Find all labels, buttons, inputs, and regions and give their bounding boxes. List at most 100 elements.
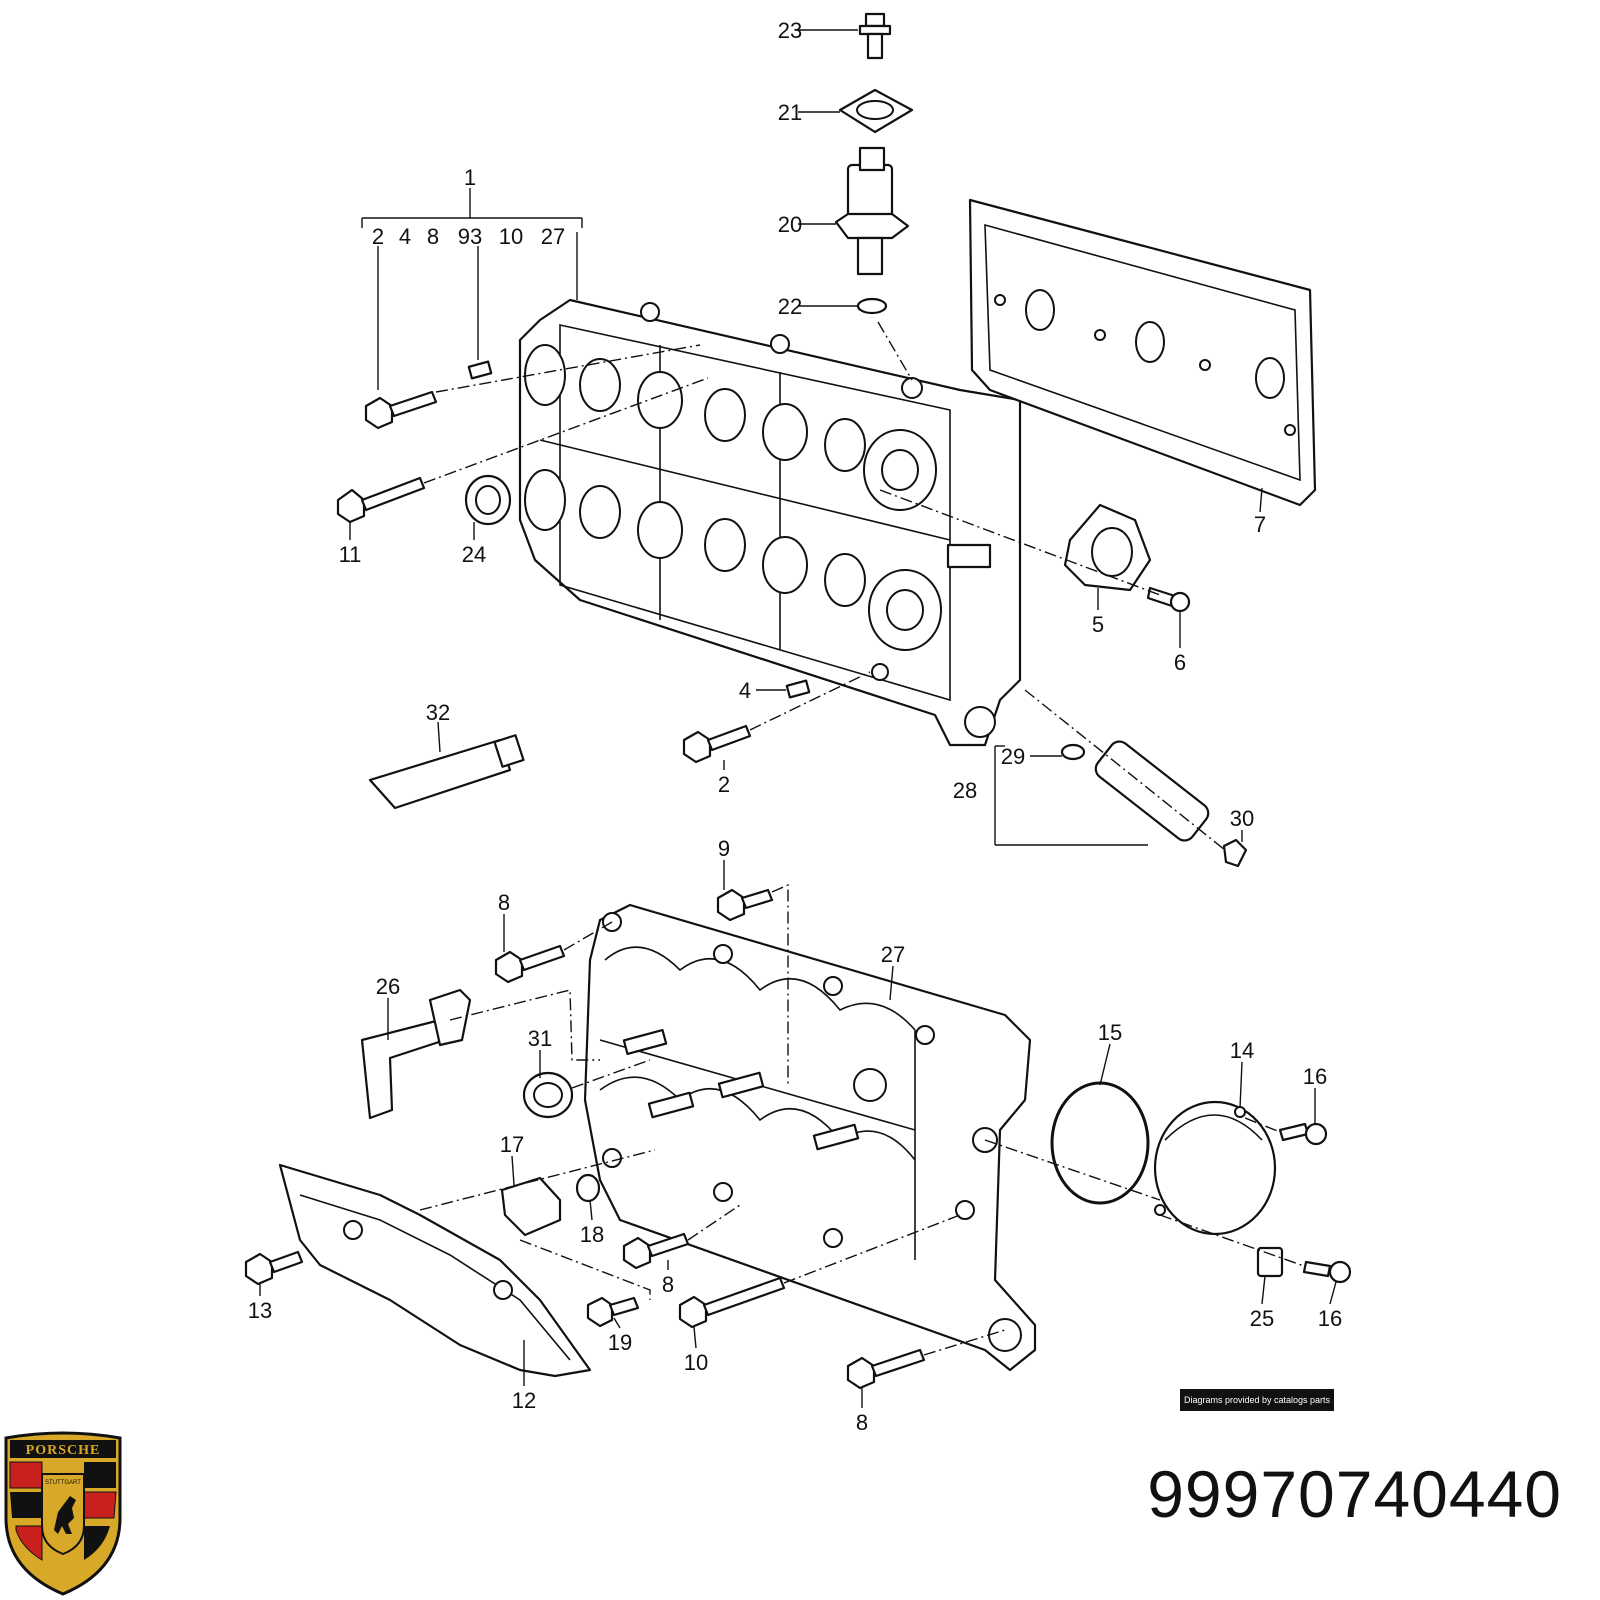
callout-27: 27	[881, 942, 905, 967]
callout-24: 24	[462, 542, 486, 567]
assembly-line	[519, 1239, 651, 1300]
callout-18: 18	[580, 1222, 604, 1247]
diagram-credit: Diagrams provided by catalogs parts	[1180, 1389, 1334, 1411]
assembly-line	[879, 489, 1161, 596]
assembly-line	[435, 344, 701, 393]
assembly-line	[783, 1214, 961, 1284]
bolt-6	[1146, 586, 1191, 613]
sensor-5	[1063, 503, 1152, 592]
assembly-line	[687, 1204, 741, 1241]
callout-31: 31	[528, 1026, 552, 1051]
callout-23: 23	[778, 18, 802, 43]
valve-assembly-28	[994, 740, 1248, 868]
callout-9: 9	[718, 836, 730, 861]
callout-group-2: 2	[372, 224, 384, 249]
lower-assembly: 9 8 27 26 31 17 18 15 14 16 13 8 12 19 1…	[244, 836, 1352, 1435]
gasket-21	[838, 88, 914, 134]
callout-8-upper: 8	[498, 890, 510, 915]
callout-13: 13	[248, 1298, 272, 1323]
bolt-13	[244, 1250, 304, 1286]
assembly-line	[449, 989, 600, 1061]
callout-4: 4	[739, 678, 751, 703]
bracket-25	[1256, 1246, 1284, 1278]
assembly-line	[563, 921, 613, 951]
camshaft-cover-27	[583, 903, 1037, 1372]
o-ring-18	[575, 1173, 601, 1203]
assembly-line	[423, 377, 709, 484]
callout-32: 32	[426, 700, 450, 725]
callout-group-8: 8	[427, 224, 439, 249]
callout-group-27: 27	[541, 224, 565, 249]
sensor-17	[500, 1176, 562, 1237]
assembly-line	[749, 671, 871, 731]
callout-1: 1	[464, 165, 476, 190]
callout-20: 20	[778, 212, 802, 237]
seal-31	[522, 1071, 574, 1119]
bolt-23	[858, 12, 892, 60]
bolt-16-lower	[1302, 1260, 1352, 1284]
callout-26: 26	[376, 974, 400, 999]
callout-12: 12	[512, 1388, 536, 1413]
assembly-line	[923, 1329, 1006, 1356]
callout-10: 10	[684, 1350, 708, 1375]
cover-gasket-7	[968, 198, 1317, 507]
group-bracket-1	[361, 188, 583, 390]
seal-ring-22	[856, 297, 888, 315]
bolt-16-upper	[1278, 1122, 1328, 1146]
o-ring-15	[1050, 1081, 1150, 1205]
callout-15: 15	[1098, 1020, 1122, 1045]
solenoid-valve-20	[834, 146, 910, 276]
bolt-11	[336, 476, 426, 524]
upper-assembly: 1 2 4 8 93 10 27 23 21 20 22 7 11 24 5 6…	[336, 12, 1317, 868]
callout-17: 17	[500, 1132, 524, 1157]
callout-8-lower: 8	[856, 1410, 868, 1435]
bolt-2-upper	[364, 390, 438, 430]
seal-24	[464, 474, 512, 526]
bolt-9	[716, 888, 774, 922]
callout-11: 11	[339, 542, 362, 567]
assembly-line	[1244, 1117, 1281, 1133]
callout-2: 2	[718, 772, 730, 797]
callout-16-lower: 16	[1318, 1306, 1342, 1331]
assembly-line	[771, 883, 789, 1085]
callout-28: 28	[953, 778, 977, 803]
callout-8-middle: 8	[662, 1272, 674, 1297]
callout-7: 7	[1254, 512, 1266, 537]
porsche-crest-logo: PORSCHE STUTTGART	[4, 1431, 122, 1596]
callout-group-93: 93	[458, 224, 482, 249]
assembly-line	[571, 1059, 651, 1089]
camshaft-housing-upper	[518, 298, 1022, 747]
bolt-8-lower	[846, 1348, 926, 1390]
assembly-line	[419, 1149, 656, 1211]
callout-22: 22	[778, 294, 802, 319]
callout-group-4: 4	[399, 224, 411, 249]
bolt-2-lower	[682, 724, 752, 764]
callout-19: 19	[608, 1330, 632, 1355]
heat-shield-12	[278, 1163, 592, 1378]
sealant-tube-32	[368, 734, 525, 810]
cover-cap-14	[1153, 1100, 1277, 1236]
bolt-19	[586, 1296, 640, 1328]
bracket-26	[360, 988, 472, 1120]
callout-5: 5	[1092, 612, 1104, 637]
callout-25: 25	[1250, 1306, 1274, 1331]
callout-21: 21	[778, 100, 802, 125]
callout-6: 6	[1174, 650, 1186, 675]
dowel-4	[785, 679, 811, 699]
assembly-line	[877, 321, 913, 381]
callout-29: 29	[1001, 744, 1025, 769]
part-number: 99970740440	[1147, 1457, 1562, 1531]
bolt-8-upper	[494, 944, 566, 984]
callout-30: 30	[1230, 806, 1254, 831]
assembly-line	[1159, 1214, 1305, 1267]
callout-group-10: 10	[499, 224, 523, 249]
bolt-8-middle	[622, 1232, 690, 1270]
bolt-10	[678, 1276, 786, 1329]
crest-city-text: STUTTGART	[45, 1480, 81, 1486]
crest-brand-text: PORSCHE	[26, 1443, 101, 1458]
assembly-line	[984, 1139, 1161, 1201]
callout-16-upper: 16	[1303, 1064, 1327, 1089]
callout-14: 14	[1230, 1038, 1254, 1063]
dowel-3	[467, 360, 493, 380]
